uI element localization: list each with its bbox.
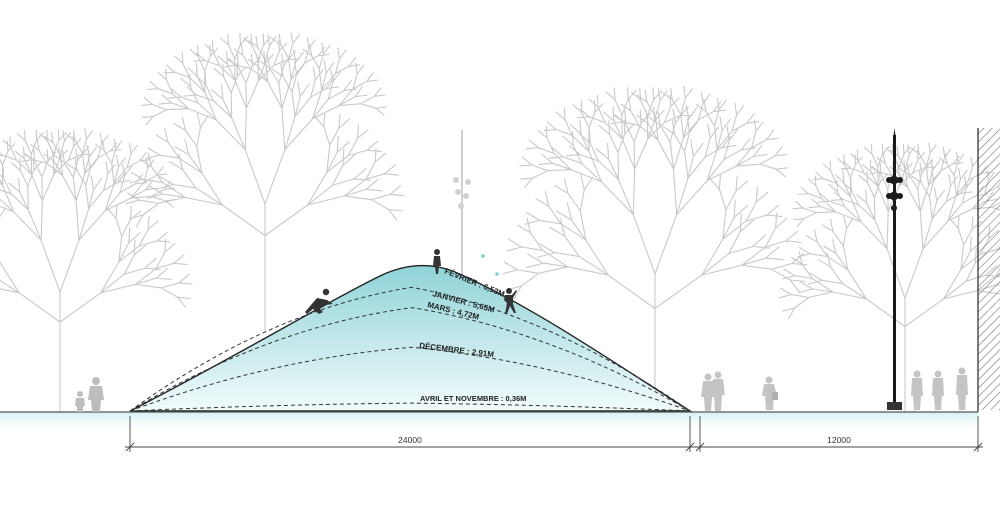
person-throwing bbox=[504, 288, 517, 314]
level-label-avril-novembre: AVRIL ET NOVEMBRE : 0,36M bbox=[420, 394, 526, 403]
background-trees bbox=[0, 32, 1000, 412]
bare-tree-2 bbox=[125, 32, 405, 330]
background-mast bbox=[453, 130, 471, 300]
dimension-label-24000: 24000 bbox=[398, 435, 422, 445]
level-curve-2 bbox=[129, 307, 691, 412]
person-summit bbox=[433, 249, 441, 274]
person-sledding bbox=[305, 288, 333, 314]
level-curve-1 bbox=[129, 286, 691, 412]
people-silhouettes bbox=[75, 249, 968, 412]
level-curve-4 bbox=[129, 402, 691, 412]
ground-water-strip bbox=[0, 412, 978, 428]
building-wall bbox=[977, 128, 1000, 412]
lamp-post bbox=[886, 128, 903, 410]
people-right-walkers bbox=[701, 367, 968, 411]
level-curve-3 bbox=[129, 346, 691, 412]
dimension-lines bbox=[125, 416, 983, 452]
bare-tree-3 bbox=[502, 85, 808, 412]
bare-tree-1 bbox=[0, 128, 193, 412]
dimension-label-12000: 12000 bbox=[827, 435, 851, 445]
bare-tree-4 bbox=[778, 142, 1000, 412]
seasonal-level-curves bbox=[129, 286, 691, 412]
snow-mound bbox=[129, 264, 693, 412]
people-left-family bbox=[75, 377, 104, 412]
